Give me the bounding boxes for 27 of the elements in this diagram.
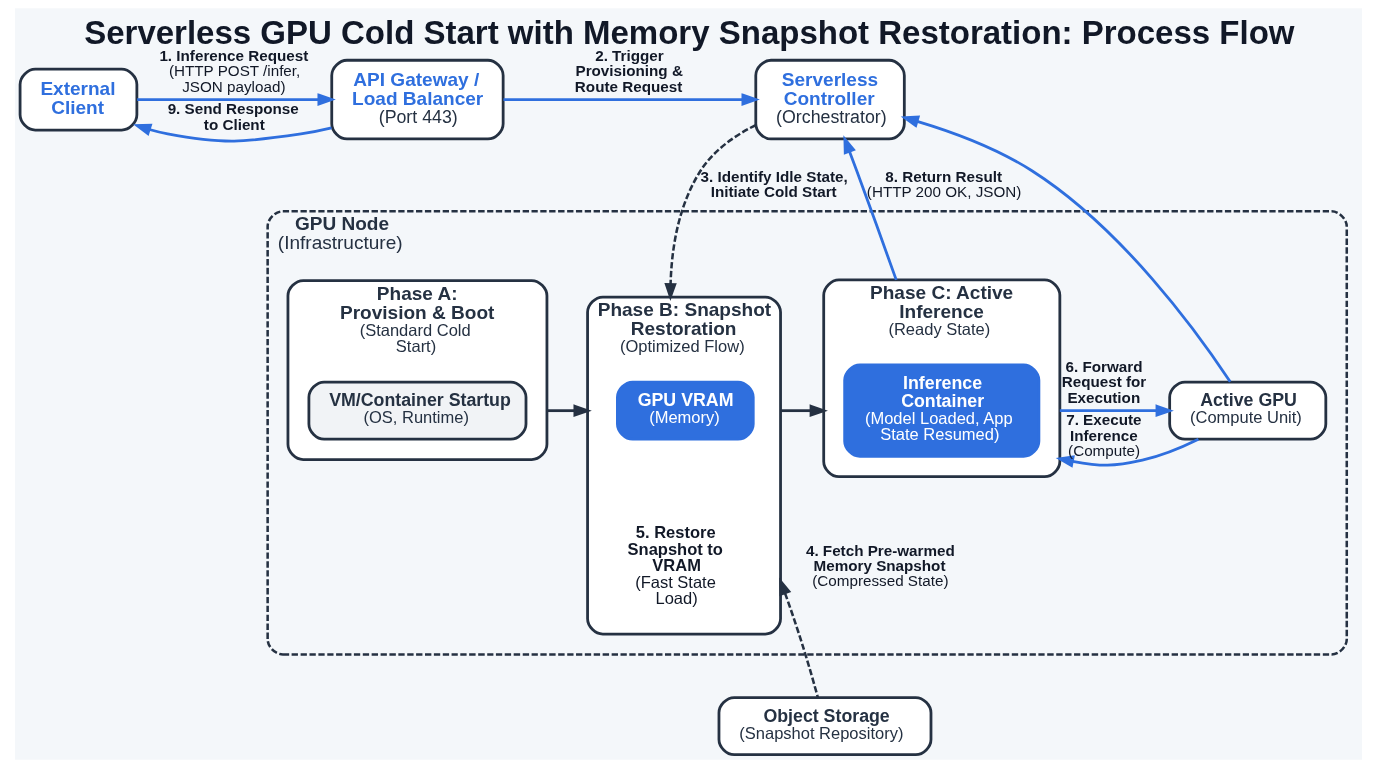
edge-label: 8. Return Result (HTTP 200 OK, JSON) bbox=[866, 167, 1021, 200]
arrow bbox=[778, 577, 819, 698]
arrow bbox=[780, 404, 828, 418]
edge-label: 4. Fetch Pre-warmed Memory Snapshot (Compressed State) bbox=[805, 541, 955, 589]
node-box: VM/Container Startup (OS, Runtime) bbox=[307, 380, 527, 441]
arrow bbox=[900, 115, 1231, 383]
node-label: (Fast State Load) bbox=[634, 572, 716, 608]
arrow bbox=[136, 93, 336, 107]
arrow bbox=[842, 135, 898, 281]
node-box: Object Storage (Snapshot Repository) bbox=[717, 696, 932, 757]
node-box: GPU VRAM (Memory) bbox=[615, 380, 755, 441]
edge-label: 6. Forward Request for Execution bbox=[1061, 358, 1146, 406]
edge-label: 7. Execute Inference (Compute) bbox=[1065, 411, 1141, 459]
node-box: Inference Container (Model Loaded, App State Resumed) bbox=[842, 363, 1040, 458]
node-box: Serverless Controller (Orchestrator) bbox=[753, 58, 906, 141]
arrow bbox=[546, 404, 592, 418]
node-box: Active GPU (Compute Unit) bbox=[1167, 380, 1327, 441]
node-label: 5. Restore Snapshot to VRAM bbox=[627, 523, 723, 575]
arrow bbox=[1055, 438, 1199, 468]
arrow bbox=[1059, 404, 1174, 418]
arrow bbox=[663, 123, 756, 301]
node-box: API Gateway / Load Balancer (Port 443) bbox=[329, 58, 505, 141]
edge-label: 3. Identify Idle State, Initiate Cold Start bbox=[700, 167, 848, 200]
node-box: External Client bbox=[18, 67, 138, 132]
arrow bbox=[502, 93, 760, 107]
arrow bbox=[132, 123, 332, 143]
edge-label: 9. Send Response to Client bbox=[167, 100, 299, 133]
